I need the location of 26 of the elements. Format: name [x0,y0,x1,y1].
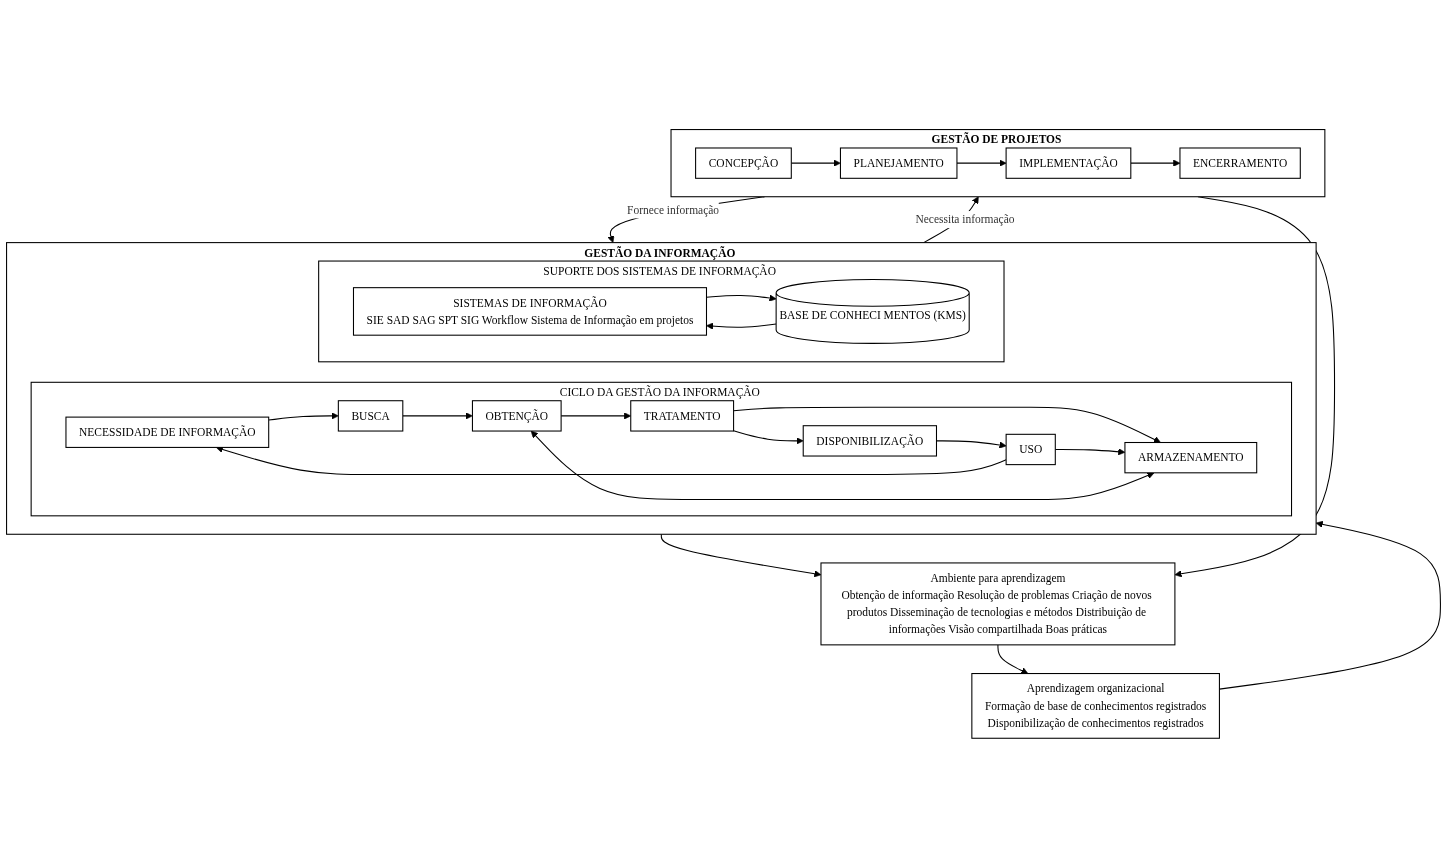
node-box: PLANEJAMENTO [839,147,958,179]
node-box: TRATAMENTO [630,400,735,432]
arrow [733,430,804,445]
arrow [706,322,777,330]
edge-label: Fornece informação [627,203,720,217]
arrow [268,412,339,421]
edge-label: Necessita informação [915,213,1015,226]
arrow [997,644,1029,675]
arrow [733,406,1161,443]
node-box: Ambiente para aprendizagem Obtenção de informação Resolução de problemas Criação de novos produtos Disseminação de tecnologias e métodos Distribuição de informações Visão compartilhada Boas práticas [820,562,1176,646]
node-box: DISPONIBILIZAÇÃO [802,425,938,457]
node-box: ENCERRAMENTO [1179,147,1301,179]
arrow [215,446,1007,476]
node-box: SISTEMAS DE INFORMAÇÃO SIE SAD SAG SPT SIG Workflow Sistema de Informação em projetos [352,287,708,336]
arrow [402,412,473,420]
arrow [530,430,1155,501]
node-box: NECESSIDADE DE INFORMAÇÃO [65,416,270,449]
arrow [1174,196,1336,578]
node-box: BUSCA [337,400,404,432]
node-box: OBTENÇÃO [471,400,562,432]
node-box: ARMAZENAMENTO [1124,442,1258,474]
node-box: Aprendizagem organizacional Formação de base de conhecimentos registrados Disponibilização de conhecimentos registrados [971,673,1220,739]
arrow [956,159,1007,167]
node-box: CONCEPÇÃO [695,147,792,179]
node-box: IMPLEMENTAÇÃO [1005,147,1132,179]
node-box: USO [1005,433,1056,466]
